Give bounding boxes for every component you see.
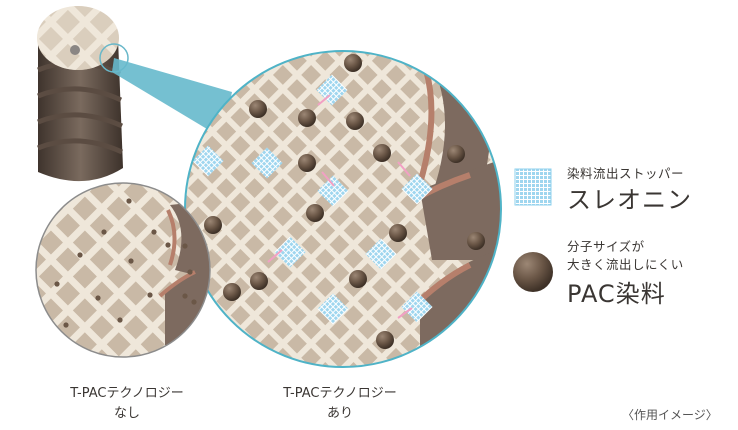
magnifier-beam <box>112 58 232 138</box>
image-note: 〈作用イメージ〉 <box>622 408 718 422</box>
caption-with-line1: T-PACテクノロジー <box>283 386 397 401</box>
caption-without-line2: なし <box>113 406 140 421</box>
dye-molecule-icon <box>513 252 553 292</box>
caption-with: T-PACテクノロジー あり <box>265 384 415 424</box>
magnified-circle-icon <box>184 50 502 368</box>
pac-desc-line1: 分子サイズが <box>567 239 645 254</box>
hair-strand-icon <box>37 6 129 182</box>
pac-name: PAC染料 <box>567 280 666 308</box>
pac-desc-line2: 大きく流出しにくい <box>567 257 684 272</box>
stopper-label: 染料流出ストッパー <box>567 166 685 181</box>
caption-without-line1: T-PACテクノロジー <box>70 386 184 401</box>
stopper-name: スレオニン <box>567 186 692 214</box>
caption-with-line2: あり <box>326 406 353 421</box>
caption-without: T-PACテクノロジー なし <box>52 384 202 424</box>
grid-stopper-icon <box>514 168 552 206</box>
